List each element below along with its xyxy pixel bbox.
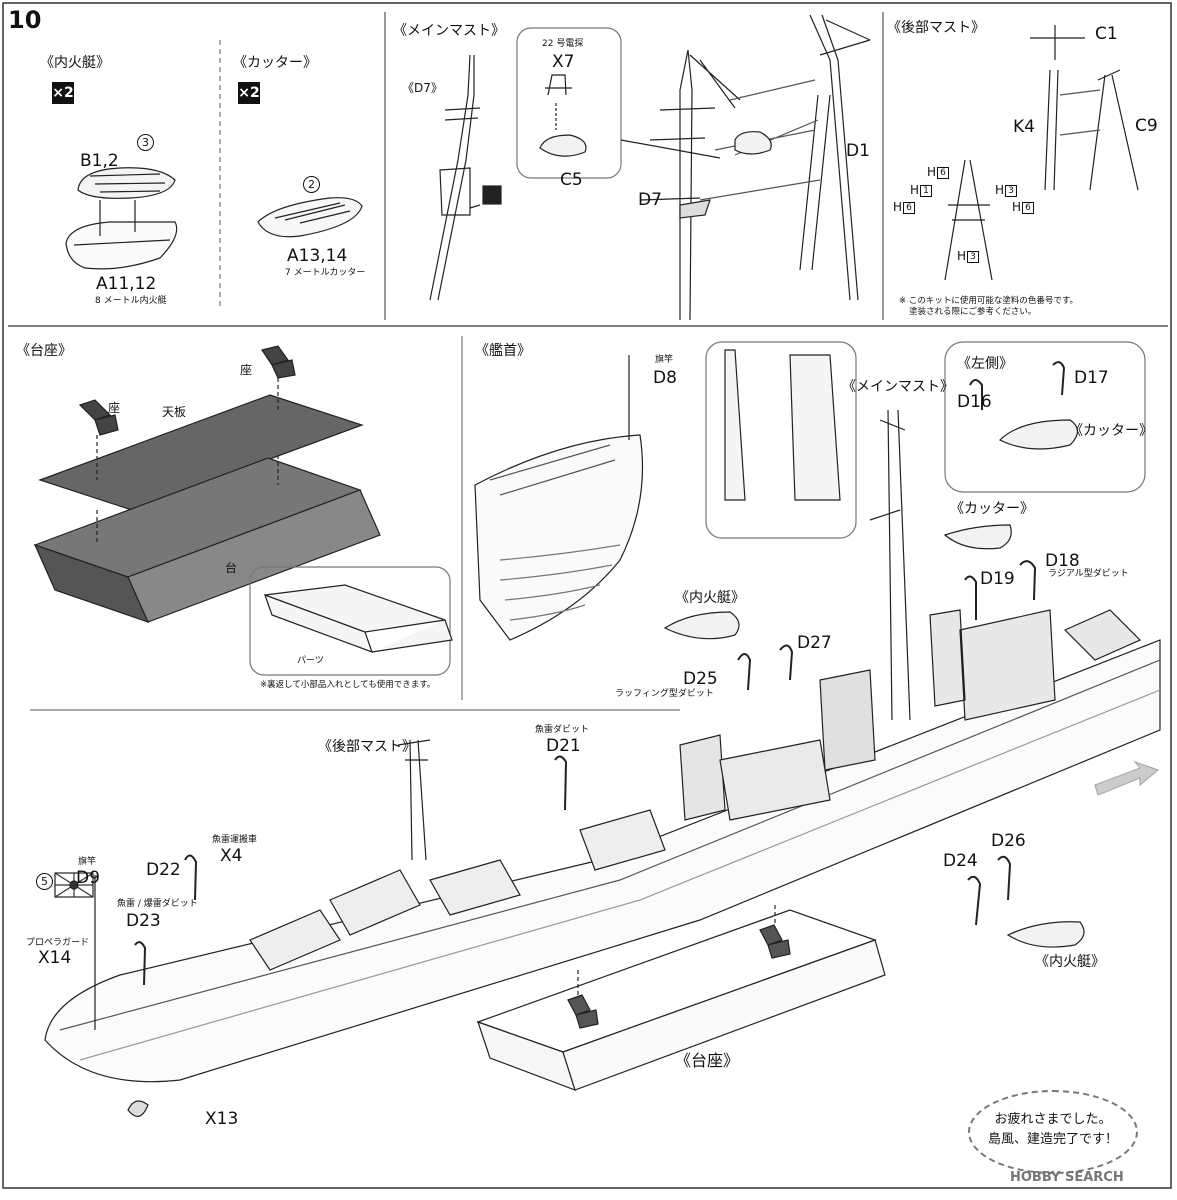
part-d7: D7 [638, 190, 662, 210]
bubble-line-1: お疲れさまでした。 [994, 1112, 1112, 1127]
label-radial-davit: ラジアル型ダビット [1048, 569, 1129, 579]
paint-note-1: ※ このキットに使用可能な塗料の色番号です。 [899, 296, 1078, 306]
part-k4: K4 [1013, 117, 1035, 137]
part-d8: D8 [653, 368, 677, 388]
multiplier-badge: ×2 [238, 82, 260, 104]
part-a11-12: A11,12 [96, 274, 157, 294]
section-bow: 《艦首》 [475, 343, 531, 359]
label-depth-davit: 魚雷 / 爆雷ダビット [117, 899, 198, 909]
part-c5: C5 [560, 170, 583, 190]
label-za: 座 [108, 401, 121, 415]
part-x7: X7 [552, 52, 575, 72]
section-left-side: 《左側》 [957, 356, 1013, 372]
part-x14: X14 [38, 948, 72, 968]
part-c1: C1 [1095, 24, 1118, 44]
multiplier-badge: ×2 [52, 82, 74, 104]
section-naikatei-3: 《内火艇》 [1035, 954, 1105, 970]
label-prop-guard: プロペラガード [26, 938, 90, 948]
label-flagpole: 旗竿 [655, 355, 674, 365]
part-d19: D19 [980, 569, 1015, 589]
section-main-mast-2: 《メインマスト》 [842, 379, 954, 395]
cutter-caption: 7 メートルカッター [285, 268, 366, 278]
tray-note: ※裏返して小部品入れとしても使用できます。 [260, 680, 436, 690]
part-x13: X13 [205, 1109, 239, 1129]
label-luffing-davit: ラッフィング型ダビット [615, 689, 714, 699]
section-stand: 《台座》 [16, 343, 72, 359]
paint-note-2: 塗装される際にご参考ください。 [909, 307, 1037, 317]
section-cutter-3: 《カッター》 [950, 501, 1034, 517]
watermark: HOBBY SEARCH [1010, 1170, 1124, 1185]
bow-hull [474, 434, 644, 641]
part-d27: D27 [797, 633, 832, 653]
naikatei-hull [65, 221, 178, 270]
part-x4: X4 [220, 846, 243, 866]
part-d1: D1 [846, 141, 870, 161]
part-c9: C9 [1135, 116, 1158, 136]
part-d9: D9 [76, 868, 100, 888]
section-rear-mast-2: 《後部マスト》 [318, 739, 416, 755]
section-cutter: 《カッター》 [233, 55, 317, 71]
circled-number: 2 [303, 176, 320, 193]
part-d17: D17 [1074, 368, 1109, 388]
section-stand-2: 《台座》 [675, 1051, 740, 1070]
label-torpedo-davit: 魚雷ダビット [535, 725, 590, 735]
part-b1-2: B1,2 [80, 151, 119, 171]
step-number: 10 [8, 6, 42, 34]
section-rear-mast: 《後部マスト》 [887, 20, 985, 36]
part-d7-paren: 《D7》 [402, 81, 443, 95]
section-naikatei-2: 《内火艇》 [675, 590, 745, 606]
part-a13-14: A13,14 [287, 246, 348, 266]
section-cutter-2: 《カッター》 [1069, 423, 1153, 439]
part-d16: D16 [957, 392, 992, 412]
label-dai: 台 [225, 561, 238, 575]
bubble-line-2: 島風、建造完了です！ [987, 1131, 1118, 1147]
label-za: 座 [240, 363, 253, 377]
cutter-hull [257, 197, 363, 238]
stand-top [38, 394, 364, 511]
part-d23: D23 [126, 911, 161, 931]
label-torpedo-cart: 魚雷運搬車 [212, 835, 258, 845]
label-tenban: 天板 [162, 405, 187, 419]
naikatei-caption: 8 メートル内火艇 [95, 296, 167, 306]
radar-caption: 22 号電探 [542, 39, 584, 49]
circled-number: 3 [137, 134, 154, 151]
part-d26: D26 [991, 831, 1026, 851]
mast-d7 [429, 54, 475, 301]
part-d21: D21 [546, 736, 581, 756]
part-d25: D25 [683, 669, 718, 689]
section-main-mast: 《メインマスト》 [393, 23, 505, 39]
label-flagpole: 旗竿 [78, 857, 97, 867]
part-d24: D24 [943, 851, 978, 871]
section-naikatei: 《内火艇》 [40, 55, 110, 71]
circled-number: 5 [36, 873, 53, 890]
label-parts: パーツ [297, 656, 324, 666]
part-d18: D18 [1045, 551, 1080, 571]
completion-bubble: お疲れさまでした。 島風、建造完了です！ [968, 1090, 1138, 1174]
part-d22: D22 [146, 860, 181, 880]
